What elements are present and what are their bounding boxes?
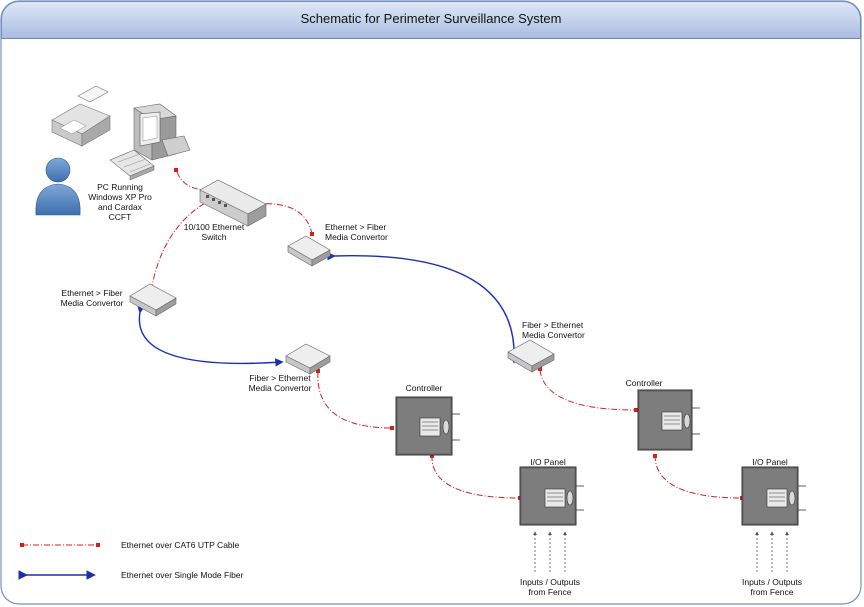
pc-label: PC Running Windows XP Pro and Cardax CCF… — [88, 182, 152, 222]
io-panel-2-label: I/O Panel — [752, 457, 788, 467]
fence-io-arrows-2 — [755, 531, 789, 572]
controller-1-label: Controller — [405, 383, 443, 393]
fiber-links — [136, 252, 519, 367]
link-controller1-io1 — [431, 454, 521, 499]
link-conv-right-controller2 — [539, 369, 637, 411]
convertor-left-label: Ethernet > Fiber Media Convertor — [60, 288, 124, 308]
io-panel-2-icon — [741, 466, 806, 526]
controller-2-label: Controller — [625, 378, 663, 388]
link-pc-switch — [176, 171, 205, 191]
controller-2-icon — [637, 389, 700, 451]
io-panel-1-icon — [519, 466, 584, 526]
io-1-fence-label: Inputs / Outputs from Fence — [519, 577, 580, 597]
media-convertor-bottom-icon — [285, 343, 331, 375]
io-2-fence-label: Inputs / Outputs from Fence — [741, 577, 802, 597]
media-convertor-right-icon — [507, 339, 555, 373]
io-panel-1-label: I/O Panel — [530, 457, 566, 467]
link-switch-conv-left — [149, 197, 215, 299]
convertor-top-right-label: Ethernet > Fiber Media Convertor — [325, 222, 388, 242]
controller-1-icon — [395, 396, 460, 456]
fence-io-arrows-1 — [533, 531, 567, 572]
printer-icon — [51, 85, 111, 147]
legend-ethernet-swatch — [20, 543, 100, 547]
convertor-right-label: Fiber > Ethernet Media Convertor — [522, 320, 585, 340]
switch-label: 10/100 Ethernet Switch — [183, 222, 245, 242]
link-controller2-io2 — [654, 454, 743, 499]
switch-icon — [199, 179, 267, 227]
link-conv-bottom-controller1 — [317, 371, 393, 429]
diagram-title: Schematic for Perimeter Surveillance Sys… — [300, 11, 562, 26]
link-fiber-left — [136, 304, 284, 367]
legend-fiber-label: Ethernet over Single Mode Fiber — [121, 570, 244, 580]
legend-ethernet-label: Ethernet over CAT6 UTP Cable — [121, 540, 240, 550]
convertor-bottom-label: Fiber > Ethernet Media Convertor — [248, 373, 312, 393]
link-fiber-right — [327, 252, 519, 364]
user-icon — [35, 157, 81, 216]
computer-icon — [109, 103, 191, 181]
media-convertor-left-icon — [129, 283, 177, 317]
media-convertor-top-right-icon — [287, 235, 331, 267]
